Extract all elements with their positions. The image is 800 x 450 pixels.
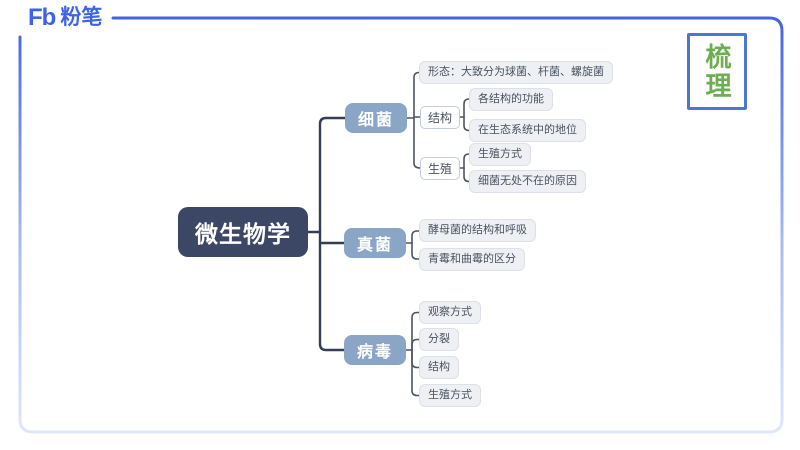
leaf-node-bacteria-everywhere: 细菌无处不在的原因	[469, 170, 586, 193]
topic-badge: 梳理	[687, 33, 747, 110]
leaf-node-virus-reproduction: 生殖方式	[419, 384, 481, 407]
leaf-node-penicillium-aspergillus: 青霉和曲霉的区分	[419, 248, 525, 271]
branch-node-fungi: 真菌	[344, 228, 406, 258]
fenbi-logo-icon: Fb	[28, 4, 56, 31]
leaf-node-morphology: 形态：大致分为球菌、杆菌、螺旋菌	[419, 61, 613, 84]
leaf-node-ecosystem-role: 在生态系统中的地位	[469, 119, 586, 142]
brand-name: 粉笔	[60, 6, 103, 29]
leaf-node-virus-structure: 结构	[419, 356, 459, 379]
mid-node-reproduction: 生殖	[420, 157, 461, 180]
leaf-node-observation: 观察方式	[419, 301, 481, 324]
mid-node-structure: 结构	[420, 106, 461, 129]
mindmap-root-node: 微生物学	[178, 207, 308, 257]
brand-logo: Fb 粉笔	[28, 6, 102, 30]
branch-node-bacteria: 细菌	[345, 103, 407, 133]
leaf-node-division: 分裂	[419, 328, 459, 351]
leaf-node-structure-functions: 各结构的功能	[469, 88, 553, 111]
branch-node-virus: 病毒	[344, 335, 406, 365]
leaf-node-yeast: 酵母菌的结构和呼吸	[419, 219, 536, 242]
topic-badge-label: 梳理	[702, 42, 732, 101]
leaf-node-reproduction-mode: 生殖方式	[469, 143, 531, 166]
